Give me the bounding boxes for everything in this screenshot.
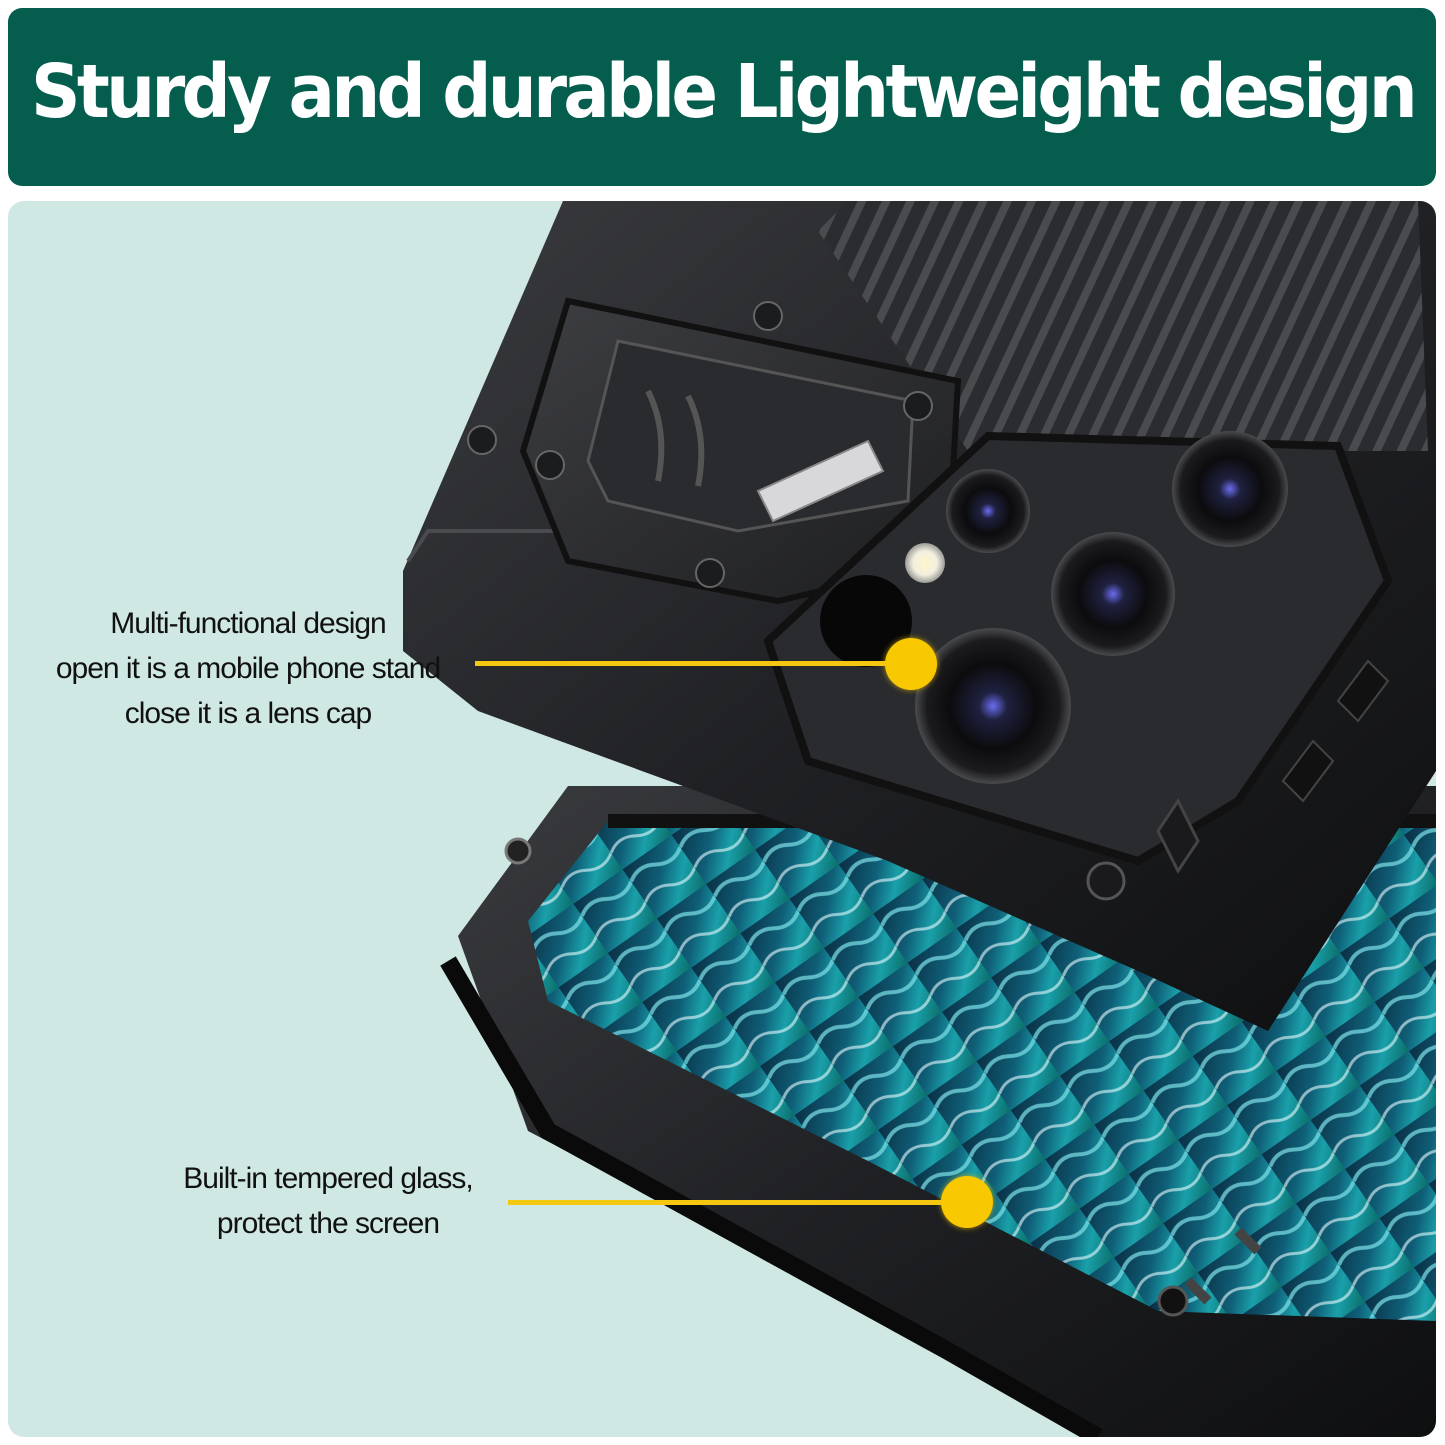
camera-lens-4	[915, 628, 1071, 784]
upper-case-back	[403, 201, 1436, 1031]
phone-case-illustration	[403, 201, 1436, 1437]
callout-2-line-2: protect the screen	[216, 1207, 440, 1240]
callout-tempered-glass: Built-in tempered glass, protect the scr…	[138, 1156, 518, 1246]
callout-multifunctional-design: Multi-functional design open it is a mob…	[28, 601, 468, 736]
product-panel: Multi-functional design open it is a mob…	[8, 201, 1436, 1437]
camera-lens-2	[1172, 431, 1288, 547]
title-banner: Sturdy and durable Lightweight design	[8, 8, 1436, 186]
sensor	[820, 575, 912, 667]
callout-1-line-2: open it is a mobile phone stand	[55, 652, 441, 685]
camera-module	[763, 431, 1393, 866]
callout-1-line-1: Multi-functional design	[110, 607, 387, 640]
banner-title: Sturdy and durable Lightweight design	[30, 49, 1418, 135]
camera-lens-3	[1051, 532, 1175, 656]
callout-2-leader-line	[508, 1200, 963, 1205]
callout-1-leader-line	[475, 661, 905, 666]
callout-1-line-3: close it is a lens cap	[124, 697, 372, 730]
callout-1-marker-dot	[885, 638, 937, 690]
lens-cap-stand	[467, 297, 962, 605]
camera-lens-1	[946, 469, 1030, 553]
callout-2-marker-dot	[941, 1176, 993, 1228]
callout-2-line-1: Built-in tempered glass,	[183, 1162, 473, 1195]
flash	[905, 543, 945, 583]
